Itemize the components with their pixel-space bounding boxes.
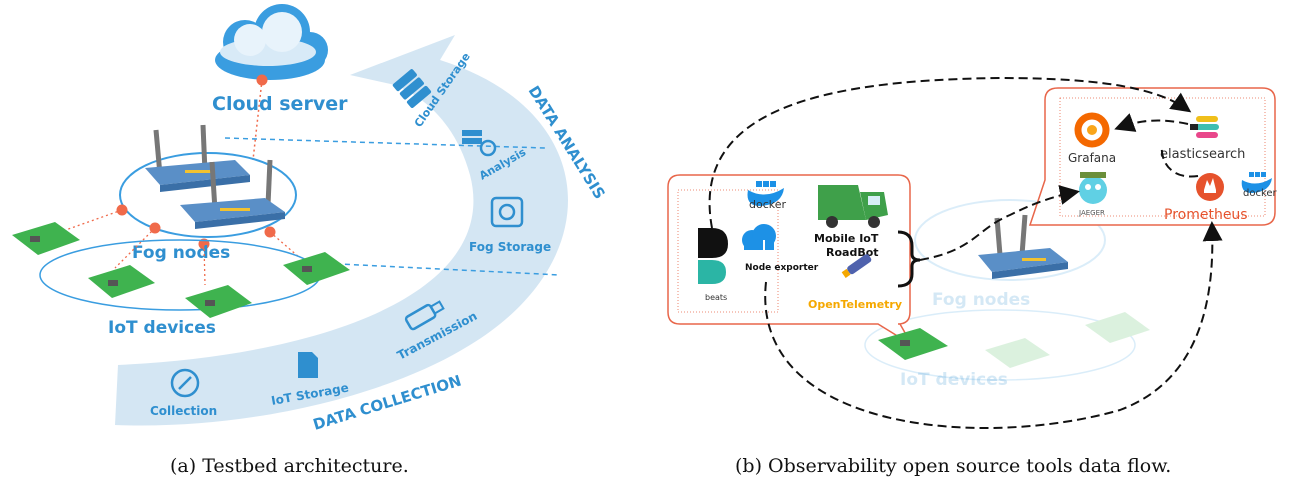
opentelemetry-label: OpenTelemetry	[808, 298, 902, 311]
sd-card-icon	[298, 352, 318, 378]
router-icon	[145, 124, 250, 192]
panel-b: Fog nodes IoT devices docker	[667, 76, 1278, 477]
beats-icon	[698, 228, 728, 284]
docker-label: docker	[749, 198, 787, 211]
roadbot-label-2: RoadBot	[826, 246, 879, 259]
grafana-label: Grafana	[1068, 151, 1116, 165]
roadbot-label-1: Mobile IoT	[814, 232, 879, 245]
jaeger-label: JAEGER	[1078, 209, 1105, 217]
cloud-storage-icon	[392, 69, 432, 108]
router-icon	[978, 214, 1068, 279]
caption-a: (a) Testbed architecture.	[170, 455, 409, 477]
fog-nodes-label: Fog nodes	[132, 243, 230, 263]
docker-icon	[747, 181, 784, 206]
docker-label-2: docker	[1243, 188, 1278, 199]
cloud-dot	[256, 74, 268, 86]
node-exporter-label: Node exporter	[745, 263, 819, 273]
flow-elasticsearch-to-grafana	[1114, 113, 1189, 132]
data-flow-arc	[115, 35, 568, 426]
board-icon	[878, 328, 948, 360]
flow-beats-to-elasticsearch	[708, 76, 1192, 229]
faded-fog-label: Fog nodes	[932, 290, 1030, 310]
flow-brace-to-jaeger	[919, 185, 1080, 261]
telescope-icon	[841, 254, 872, 278]
beats-label: beats	[705, 293, 727, 302]
transmission-icon	[404, 300, 445, 331]
flow-node-exporter-to-prometheus	[764, 221, 1223, 429]
board-icon	[283, 252, 350, 285]
truck-icon	[818, 185, 888, 228]
node-exporter-icon	[742, 224, 776, 255]
pencil-circle-icon	[170, 368, 200, 398]
fog-storage-icon	[490, 196, 524, 228]
docker-icon	[1241, 172, 1272, 193]
elasticsearch-icon	[1190, 116, 1219, 138]
caption-b: (b) Observability open source tools data…	[735, 455, 1171, 477]
panel-a: Cloud server Fog nodes	[12, 4, 609, 477]
analysis-icon	[462, 130, 497, 157]
faded-testbed	[864, 199, 1150, 381]
board-icon	[12, 222, 80, 255]
prometheus-label: Prometheus	[1164, 207, 1248, 223]
cloud-server-label: Cloud server	[212, 93, 348, 115]
jaeger-icon	[1079, 172, 1107, 204]
board-icon	[88, 265, 155, 298]
elasticsearch-label: elasticsearch	[1160, 147, 1245, 162]
grafana-icon	[1074, 112, 1110, 148]
board-icon	[185, 285, 252, 318]
fog-ring	[119, 152, 297, 238]
prometheus-icon	[1196, 173, 1224, 201]
flow-prometheus-to-grafana	[1160, 144, 1199, 178]
cloud-icon	[215, 4, 328, 80]
faded-iot-label: IoT devices	[900, 370, 1008, 390]
router-icon	[180, 159, 285, 229]
stage-collection: Collection	[150, 404, 217, 418]
iot-devices-label: IoT devices	[108, 318, 216, 338]
stage-fog-storage: Fog Storage	[469, 240, 551, 254]
